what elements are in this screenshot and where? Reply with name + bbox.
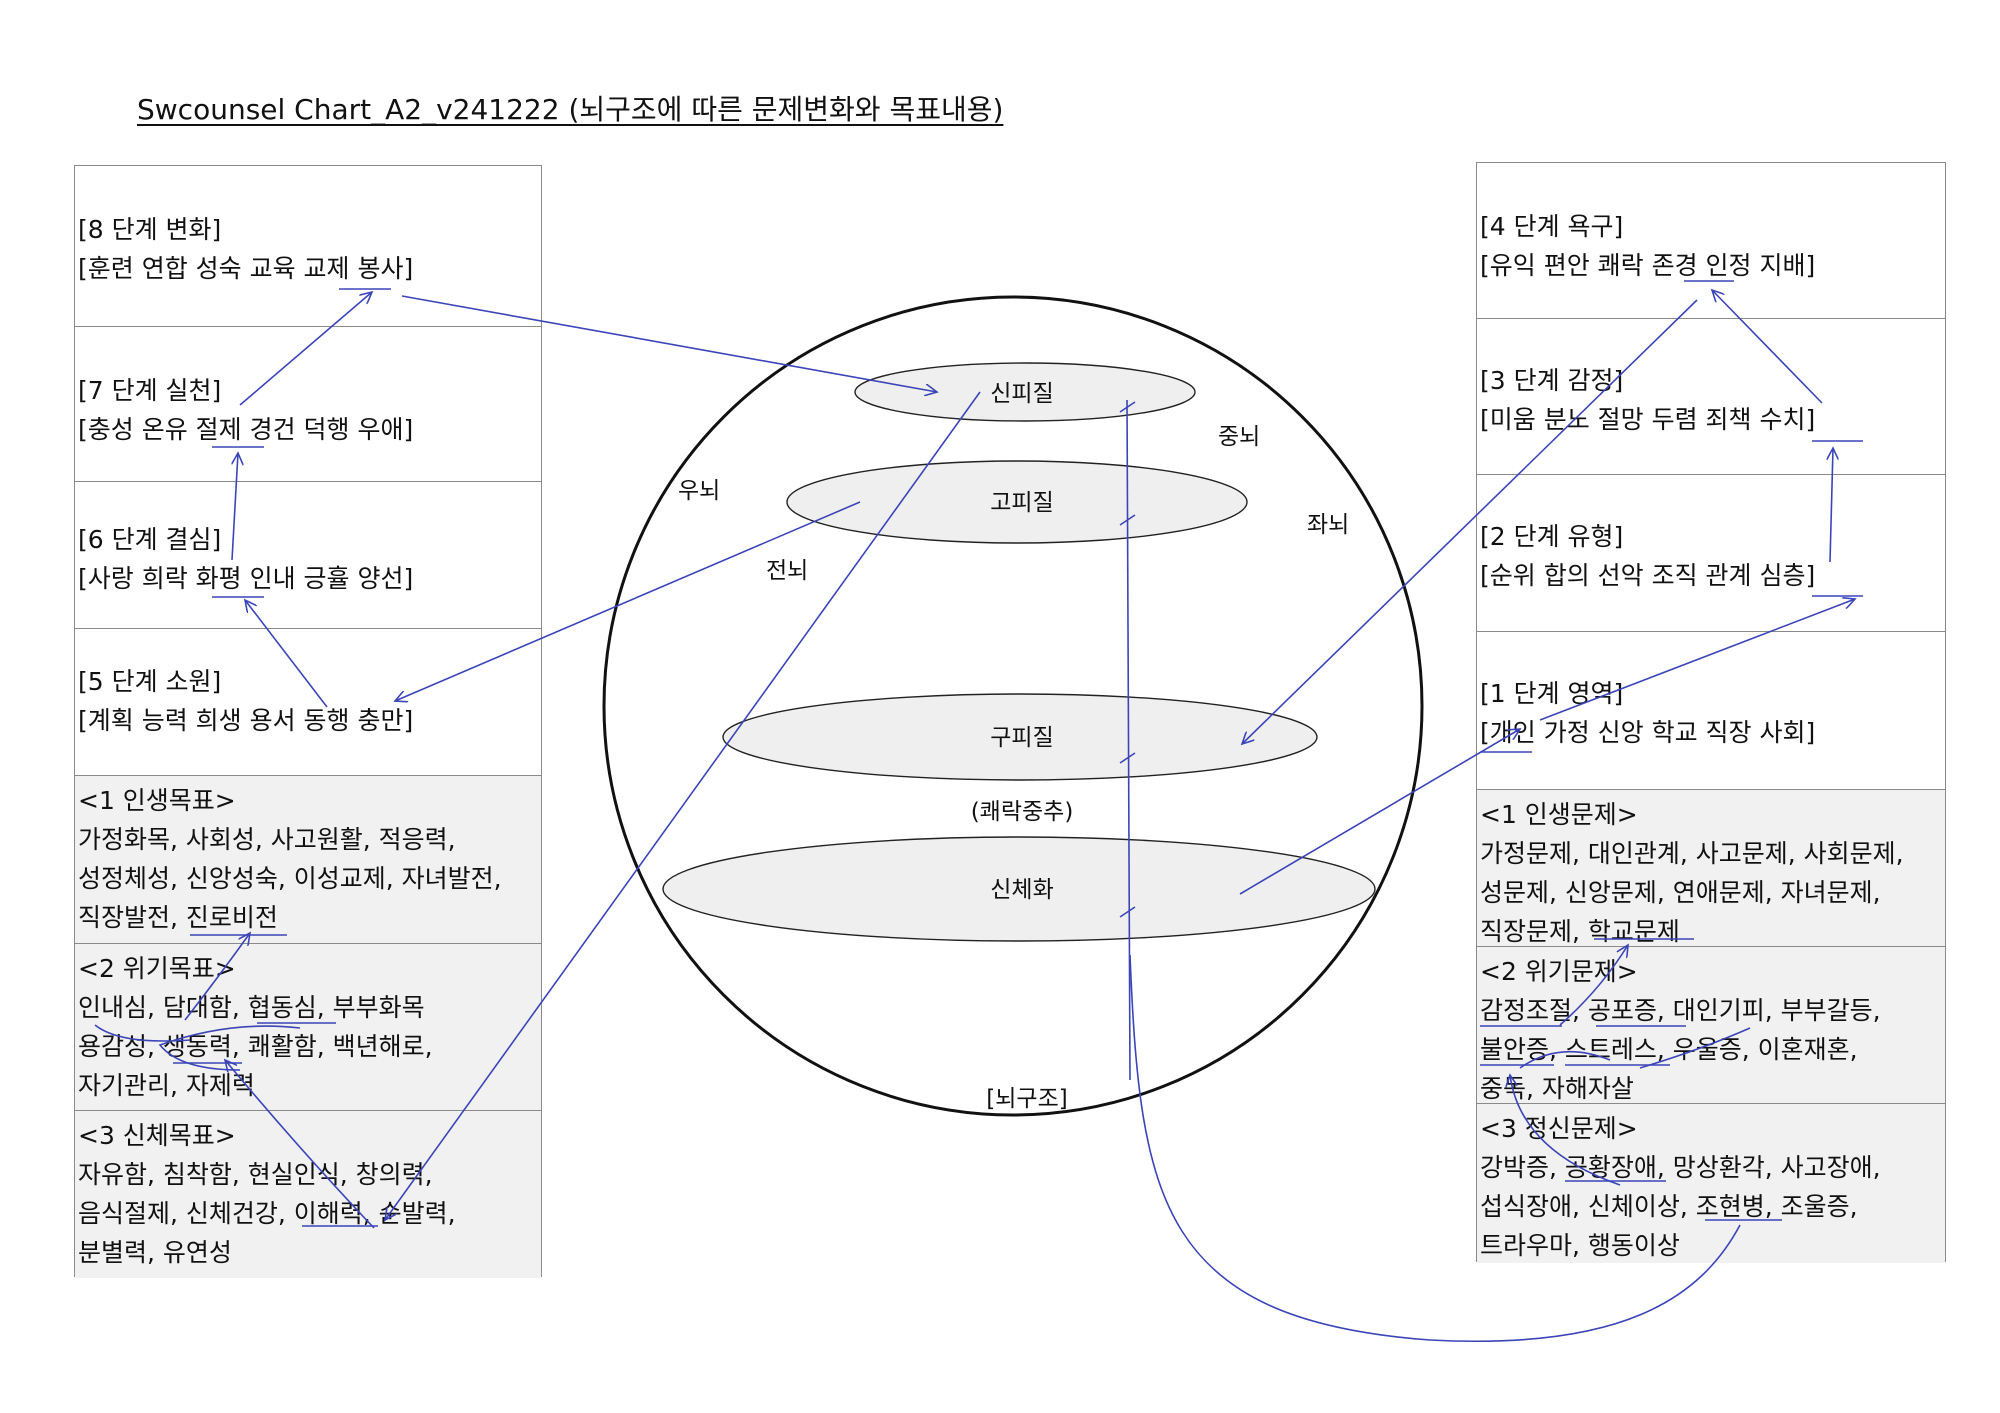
stage-heading: [8 단계 변화] [78,215,222,244]
problem-line: 감정조절, 공포증, 대인기피, 부부갈등, [1480,996,1881,1025]
stage-heading: [4 단계 욕구] [1480,212,1624,241]
stage-heading: [5 단계 소원] [78,667,222,696]
stage-2-cell: [2 단계 유형] [순위 합의 선악 조직 관계 심층] [1477,475,1945,632]
layer-label-somatization: 신체화 [990,877,1053,903]
goal-line: 인내심, 담대함, 협동심, 부부화목 [78,993,425,1022]
stage-items: [유익 편안 쾌락 존경 인정 지배] [1480,251,1816,280]
stage-heading: [1 단계 영역] [1480,679,1624,708]
layer-label-neocortex: 신피질 [990,381,1053,407]
region-right-brain: 우뇌 [678,478,720,504]
life-goal-cell: <1 인생목표> 가정화목, 사회성, 사고원활, 적응력, 성정체성, 신앙성… [75,776,541,944]
problem-line: 트라우마, 행동이상 [1480,1231,1680,1260]
stage-6-cell: [6 단계 결심] [사랑 희락 화평 인내 긍휼 양선] [75,482,541,629]
goal-line: 자유함, 침착함, 현실인식, 창의력, [78,1160,433,1189]
layer-neocortex [854,362,1196,422]
problem-line: 직장문제, 학교문제 [1480,917,1680,946]
goal-line: 가정화목, 사회성, 사고원활, 적응력, [78,825,456,854]
region-left-brain: 좌뇌 [1307,512,1349,538]
layer-label-archicortex: 구피질 [990,725,1053,751]
region-fore-brain: 전뇌 [766,558,808,584]
goal-line: 용감성, 생동력, 쾌활함, 백년해로, [78,1032,433,1061]
goal-line: 직장발전, 진로비전 [78,903,278,932]
layer-archicortex [722,693,1318,781]
stage-items: [사랑 희락 화평 인내 긍휼 양선] [78,564,414,593]
problem-line: 중독, 자해자살 [1480,1074,1634,1103]
stage-items: [순위 합의 선악 조직 관계 심층] [1480,561,1816,590]
stage-heading: [3 단계 감정] [1480,366,1624,395]
stage-items: [충성 온유 절제 경건 덕행 우애] [78,415,414,444]
right-problem-panel: [4 단계 욕구] [유익 편안 쾌락 존경 인정 지배] [3 단계 감정] … [1476,162,1946,1263]
goal-heading: <3 신체목표> [78,1121,236,1150]
stage-items: [계획 능력 희생 용서 동행 충만] [78,706,414,735]
problem-line: 성문제, 신앙문제, 연애문제, 자녀문제, [1480,878,1881,907]
stage-heading: [7 단계 실천] [78,376,222,405]
crisis-problem-cell: <2 위기문제> 감정조절, 공포증, 대인기피, 부부갈등, 불안증, 스트레… [1477,947,1945,1104]
stage-7-cell: [7 단계 실천] [충성 온유 절제 경건 덕행 우애] [75,327,541,482]
stage-heading: [6 단계 결심] [78,525,222,554]
layer-paleocortex [786,460,1248,544]
goal-heading: <2 위기목표> [78,954,236,983]
stage-1-cell: [1 단계 영역] [개인 가정 신앙 학교 직장 사회] [1477,632,1945,790]
pleasure-center-note: (쾌락중추) [971,799,1074,825]
brain-circle [602,295,1424,1117]
stage-items: [훈련 연합 성숙 교육 교제 봉사] [78,254,414,283]
problem-line: 섭식장애, 신체이상, 조현병, 조울증, [1480,1192,1858,1221]
layer-label-paleocortex: 고피질 [990,490,1053,516]
left-goal-panel: [8 단계 변화] [훈련 연합 성숙 교육 교제 봉사] [7 단계 실천] … [74,165,542,1278]
body-goal-cell: <3 신체목표> 자유함, 침착함, 현실인식, 창의력, 음식절제, 신체건강… [75,1111,541,1278]
mental-problem-cell: <3 정신문제> 강박증, 공황장애, 망상환각, 사고장애, 섭식장애, 신체… [1477,1104,1945,1263]
stage-4-cell: [4 단계 욕구] [유익 편안 쾌락 존경 인정 지배] [1477,163,1945,319]
center-axis [1119,399,1136,1081]
stage-3-cell: [3 단계 감정] [미움 분노 절망 두렴 죄책 수치] [1477,319,1945,475]
problem-line: 불안증, 스트레스, 우울증, 이혼재혼, [1480,1035,1858,1064]
region-mid-brain: 중뇌 [1218,424,1260,450]
stage-8-cell: [8 단계 변화] [훈련 연합 성숙 교육 교제 봉사] [75,166,541,327]
problem-heading: <1 인생문제> [1480,800,1638,829]
goal-line: 음식절제, 신체건강, 이해력, 순발력, [78,1199,456,1228]
stage-items: [개인 가정 신앙 학교 직장 사회] [1480,718,1816,747]
goal-line: 분별력, 유연성 [78,1238,232,1267]
goal-line: 자기관리, 자제력 [78,1071,255,1100]
layer-somatization [662,836,1376,942]
life-problem-cell: <1 인생문제> 가정문제, 대인관계, 사고문제, 사회문제, 성문제, 신앙… [1477,790,1945,947]
problem-line: 가정문제, 대인관계, 사고문제, 사회문제, [1480,839,1904,868]
stage-items: [미움 분노 절망 두렴 죄책 수치] [1480,405,1816,434]
problem-line: 강박증, 공황장애, 망상환각, 사고장애, [1480,1153,1881,1182]
stage-heading: [2 단계 유형] [1480,522,1624,551]
crisis-goal-cell: <2 위기목표> 인내심, 담대함, 협동심, 부부화목 용감성, 생동력, 쾌… [75,944,541,1111]
stage-5-cell: [5 단계 소원] [계획 능력 희생 용서 동행 충만] [75,629,541,776]
problem-heading: <2 위기문제> [1480,957,1638,986]
problem-heading: <3 정신문제> [1480,1114,1638,1143]
page-title: Swcounsel Chart_A2_v241222 (뇌구조에 따른 문제변화… [137,93,1004,126]
goal-heading: <1 인생목표> [78,786,236,815]
brain-caption: [뇌구조] [986,1086,1067,1112]
goal-line: 성정체성, 신앙성숙, 이성교제, 자녀발전, [78,864,502,893]
